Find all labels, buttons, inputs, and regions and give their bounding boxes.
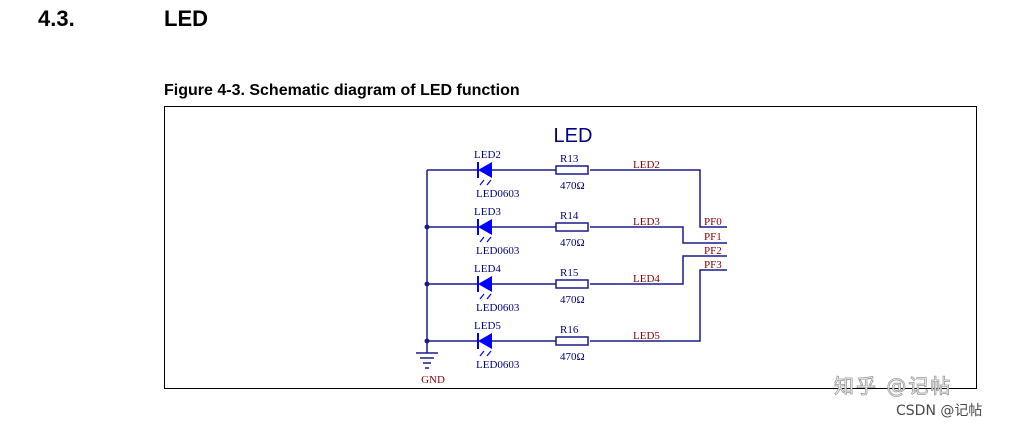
led-symbol [478,162,492,178]
net-label: LED4 [633,273,660,285]
emission-arrow [486,179,492,186]
port-pf1: PF1 [704,231,722,243]
led-symbol [478,219,492,235]
net-label: LED3 [633,216,660,228]
figure-caption: Figure 4-3. Schematic diagram of LED fun… [164,82,520,99]
net-label: LED5 [633,330,660,342]
emission-arrow [479,179,485,186]
schematic-frame [164,106,977,389]
led-symbol [478,333,492,349]
emission-arrow [486,236,492,243]
led-package: LED0603 [476,302,520,314]
emission-arrow [479,350,485,357]
resistor-value: 470Ω [560,180,585,192]
led-designator: LED3 [474,206,501,218]
port-pf3: PF3 [704,259,722,271]
resistor-designator: R13 [560,153,579,165]
emission-arrow [486,350,492,357]
led-designator: LED5 [474,320,501,332]
led-symbol [478,276,492,292]
resistor-designator: R14 [560,210,579,222]
emission-arrow [479,293,485,300]
emission-arrow [479,236,485,243]
led-package: LED0603 [476,359,520,371]
resistor-symbol [555,336,589,346]
resistor-symbol [555,222,589,232]
section-number: 4.3. [38,6,75,31]
emission-arrow [486,293,492,300]
schematic-title: LED [554,125,593,147]
resistor-designator: R15 [560,267,579,279]
net-routing [590,169,727,342]
resistor-value: 470Ω [560,351,585,363]
resistor-value: 470Ω [560,294,585,306]
port-labels: PF0 PF1 PF2 PF3 [704,216,722,271]
resistor-symbol [555,165,589,175]
resistor-value: 470Ω [560,237,585,249]
gnd-label: GND [421,374,445,386]
resistor-designator: R16 [560,324,579,336]
watermark-zhihu: 知乎 @记帖 [834,374,953,399]
watermark-csdn: CSDN @记帖 [896,403,983,419]
port-pf0: PF0 [704,216,722,228]
led-package: LED0603 [476,188,520,200]
section-title: LED [164,6,208,31]
port-pf2: PF2 [704,245,722,257]
net-label: LED2 [633,159,660,171]
resistor-symbol [555,279,589,289]
led-designator: LED2 [474,149,501,161]
gnd-symbol [416,352,438,369]
led-package: LED0603 [476,245,520,257]
led-designator: LED4 [474,263,501,275]
